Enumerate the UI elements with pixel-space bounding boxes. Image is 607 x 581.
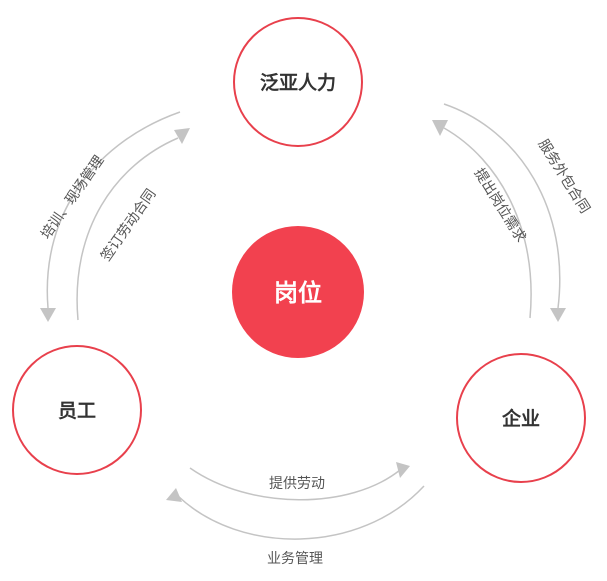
node-enterprise: 企业 [456,353,586,483]
center-label: 岗位 [274,279,322,307]
node-ring [12,345,142,475]
node-ring [233,17,363,147]
arrowhead [166,488,182,502]
flow-label-provide-labor: 提供劳动 [269,476,325,492]
node-employee: 员工 [12,345,142,475]
flow-arrow-provide-labor [189,467,401,501]
arrowhead [174,128,190,144]
arrowhead [432,120,448,136]
flow-arrow-job-demand [443,127,532,319]
flow-label-business-management: 业务管理 [267,551,323,567]
flow-arrow-training-management [46,111,181,309]
flow-arrow-service-outsourcing [443,103,561,309]
arrowhead [550,308,566,322]
flow-label-service-outsourcing: 服务外包合同 [535,137,593,217]
arrowhead [396,462,410,478]
node-label: 企业 [501,407,540,430]
flow-label-job-demand: 提出岗位需求 [471,166,529,246]
center-disc [232,226,364,358]
node-label: 泛亚人力 [260,71,336,94]
flow-arcs [40,103,566,540]
node-label: 员工 [58,400,96,422]
flow-arrow-business-management [177,485,425,540]
center-node-position: 岗位 [232,226,364,358]
flow-arrow-sign-labor-contract [76,137,179,321]
arrowhead [40,308,56,322]
flow-label-training-management: 培训、现场管理 [38,153,107,242]
node-ring [456,353,586,483]
node-fanya-hr: 泛亚人力 [233,17,363,147]
